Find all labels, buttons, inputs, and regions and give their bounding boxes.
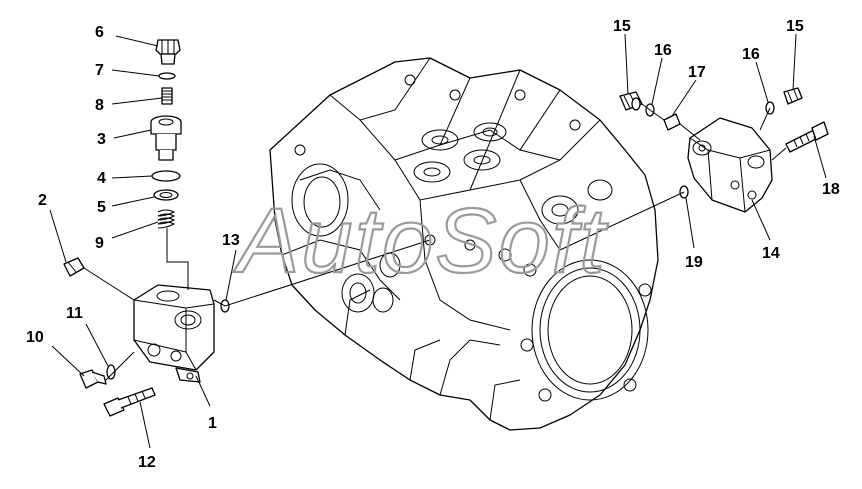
washer (153, 189, 179, 201)
o-ring-small (158, 72, 176, 80)
plug-small (63, 257, 85, 277)
mounting-bolt-left (103, 387, 156, 417)
callout-3: 3 (97, 131, 106, 148)
callout-15-right: 15 (786, 18, 804, 35)
adjust-screw (161, 87, 173, 105)
callout-14: 14 (762, 245, 780, 262)
o-ring-port (106, 364, 116, 380)
callout-17: 17 (688, 64, 706, 81)
plug-right-a (619, 91, 643, 111)
assembly-lines (83, 103, 787, 381)
callout-5: 5 (97, 199, 106, 216)
valve-block (133, 284, 215, 383)
callout-16-right: 16 (742, 46, 760, 63)
callout-6: 6 (95, 24, 104, 41)
watermark-text: AutoSoft (233, 190, 608, 292)
callout-4: 4 (97, 170, 106, 187)
spring (157, 209, 176, 229)
callout-numbers: 6 7 8 3 4 5 9 2 11 10 1 12 13 15 16 17 1… (26, 18, 840, 471)
callout-8: 8 (95, 97, 104, 114)
callout-10: 10 (26, 329, 44, 346)
callout-12: 12 (138, 454, 156, 471)
callout-11: 11 (66, 305, 83, 322)
callout-leaders (49, 33, 827, 449)
valve-body (150, 115, 182, 161)
callout-2: 2 (38, 192, 47, 209)
plug-hex-head (155, 39, 181, 65)
callout-13: 13 (222, 232, 240, 249)
callout-9: 9 (95, 235, 104, 252)
fitting (663, 113, 681, 131)
callout-15-left: 15 (613, 18, 631, 35)
callout-16-left: 16 (654, 42, 672, 59)
cover-block (687, 117, 773, 213)
plug-port (79, 369, 107, 389)
callout-19: 19 (685, 254, 703, 271)
callout-18: 18 (822, 181, 840, 198)
main-pump-body (269, 57, 659, 431)
plug-right-b (783, 87, 803, 105)
mounting-bolt-right (785, 121, 829, 153)
callout-7: 7 (95, 62, 104, 79)
callout-1: 1 (208, 415, 217, 432)
o-ring-large (151, 170, 181, 182)
